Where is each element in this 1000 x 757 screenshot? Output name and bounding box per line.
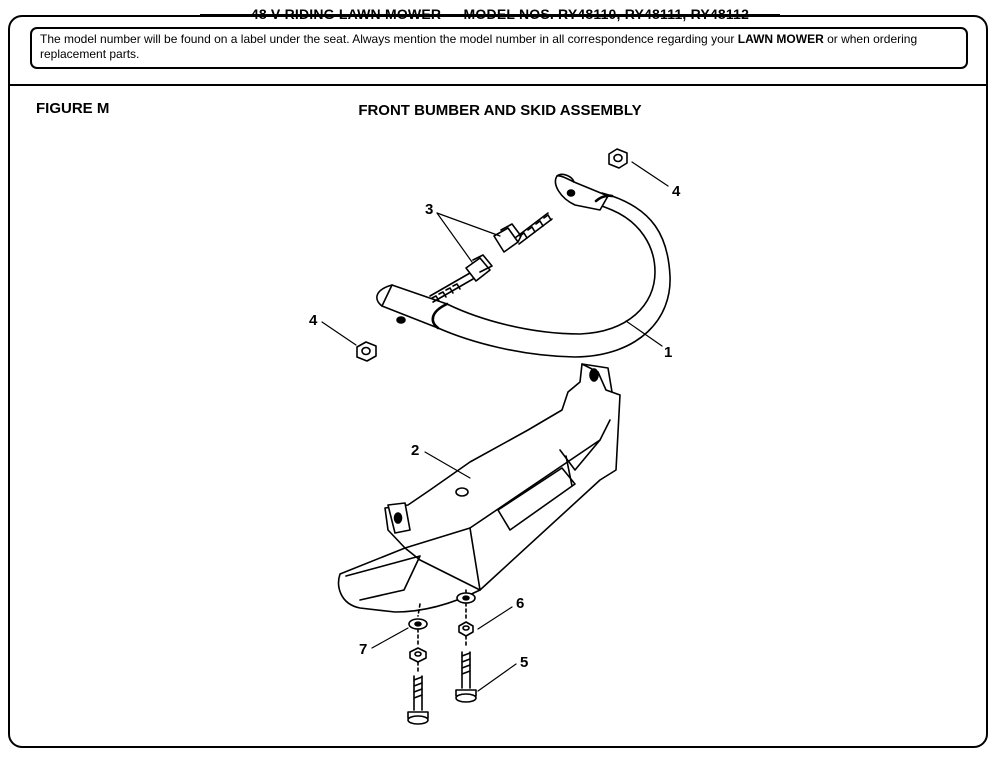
flange-nuts bbox=[356, 148, 628, 362]
notice-text-bold: LAWN MOWER bbox=[737, 32, 824, 46]
callout-5: 5 bbox=[520, 654, 528, 671]
callout-4-left: 4 bbox=[309, 312, 318, 329]
callout-3: 3 bbox=[425, 201, 433, 218]
notice-text-before: The model number will be found on a labe… bbox=[40, 32, 738, 46]
skid-plate bbox=[337, 363, 621, 613]
callout-2: 2 bbox=[411, 442, 419, 459]
figure-label: FIGURE M bbox=[36, 100, 110, 117]
skid-hardware bbox=[407, 589, 477, 725]
figure-title: FRONT BUMBER AND SKID ASSEMBLY bbox=[358, 102, 642, 119]
page-frame bbox=[8, 15, 988, 748]
callout-7: 7 bbox=[359, 641, 367, 658]
notice-text-after: or when ordering replacement parts. bbox=[40, 32, 918, 61]
callout-6: 6 bbox=[516, 595, 524, 612]
callout-1: 1 bbox=[664, 344, 672, 361]
header-divider bbox=[10, 84, 988, 86]
leader-lines bbox=[321, 161, 669, 692]
bumper-bolts bbox=[429, 212, 553, 303]
model-notice-box: The model number will be found on a labe… bbox=[30, 27, 968, 69]
callout-4-top: 4 bbox=[672, 183, 681, 200]
bumper-tube bbox=[376, 173, 671, 358]
